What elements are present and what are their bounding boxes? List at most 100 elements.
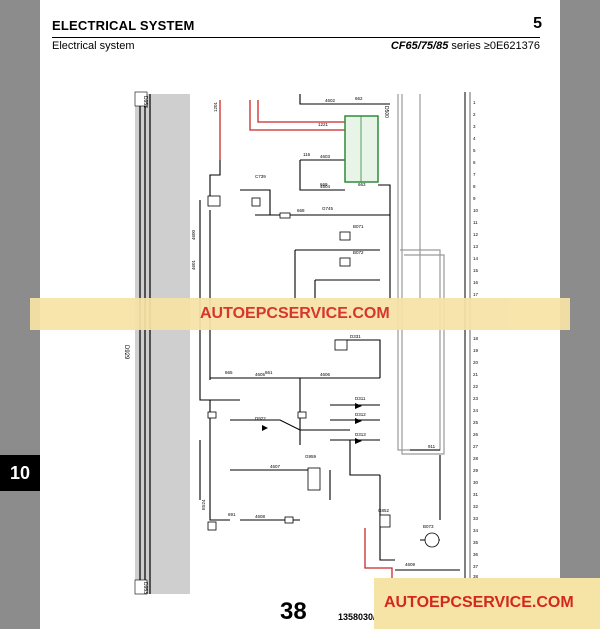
connector-label: D929 bbox=[123, 345, 129, 360]
black-wires bbox=[199, 94, 460, 571]
svg-text:35: 35 bbox=[473, 540, 479, 545]
svg-text:G959: G959 bbox=[305, 454, 317, 459]
svg-text:5: 5 bbox=[473, 148, 476, 153]
svg-text:B071: B071 bbox=[353, 224, 364, 229]
svg-text:4608: 4608 bbox=[255, 514, 266, 519]
svg-text:30: 30 bbox=[473, 480, 479, 485]
svg-text:19: 19 bbox=[473, 348, 479, 353]
svg-text:13: 13 bbox=[473, 244, 479, 249]
chapter-title: ELECTRICAL SYSTEM bbox=[52, 18, 195, 33]
svg-text:4: 4 bbox=[473, 136, 476, 141]
svg-text:16: 16 bbox=[473, 280, 479, 285]
svg-text:G852: G852 bbox=[378, 508, 390, 513]
svg-text:4609: 4609 bbox=[405, 562, 416, 567]
svg-text:669: 669 bbox=[320, 182, 328, 187]
svg-text:E524: E524 bbox=[201, 499, 206, 510]
svg-text:4606: 4606 bbox=[320, 372, 331, 377]
svg-text:3: 3 bbox=[473, 124, 476, 129]
svg-text:4603: 4603 bbox=[320, 154, 331, 159]
svg-text:34: 34 bbox=[473, 528, 479, 533]
watermark-text: AUTOEPCSERVICE.COM bbox=[384, 594, 574, 611]
watermark-text: AUTOEPCSERVICE.COM bbox=[200, 305, 390, 322]
connector-block bbox=[134, 579, 148, 595]
svg-text:31: 31 bbox=[473, 492, 479, 497]
svg-text:10: 10 bbox=[473, 208, 479, 213]
section-tab: 10 bbox=[0, 455, 40, 491]
watermark-banner: AUTOEPCSERVICE.COM bbox=[374, 578, 600, 629]
svg-text:33: 33 bbox=[473, 516, 479, 521]
svg-text:668: 668 bbox=[297, 208, 305, 213]
svg-text:1: 1 bbox=[473, 100, 476, 105]
svg-text:1201: 1201 bbox=[213, 101, 218, 112]
svg-text:4607: 4607 bbox=[270, 464, 281, 469]
svg-text:4600: 4600 bbox=[191, 229, 196, 240]
svg-text:4602: 4602 bbox=[325, 98, 336, 103]
svg-text:G745: G745 bbox=[322, 206, 334, 211]
chapter-subtitle: Electrical system bbox=[52, 40, 135, 52]
svg-text:21: 21 bbox=[473, 372, 479, 377]
series-range: series ≥0E621376 bbox=[448, 40, 540, 52]
connector-block bbox=[134, 91, 148, 107]
svg-text:911: 911 bbox=[428, 444, 436, 449]
diodes bbox=[262, 403, 362, 444]
components bbox=[207, 195, 440, 548]
svg-text:25: 25 bbox=[473, 420, 479, 425]
svg-text:B072: B072 bbox=[353, 250, 364, 255]
page-number: 38 bbox=[280, 598, 307, 625]
svg-text:36: 36 bbox=[473, 552, 479, 557]
svg-text:6: 6 bbox=[473, 160, 476, 165]
svg-text:27: 27 bbox=[473, 444, 479, 449]
svg-text:D311: D311 bbox=[355, 396, 366, 401]
svg-text:4605: 4605 bbox=[255, 372, 266, 377]
svg-text:1221: 1221 bbox=[318, 122, 329, 127]
chapter-number: 5 bbox=[533, 15, 542, 32]
connector-label: D953 bbox=[142, 582, 148, 594]
svg-text:17: 17 bbox=[473, 292, 479, 297]
svg-text:14: 14 bbox=[473, 256, 479, 261]
connector-strip bbox=[135, 94, 190, 594]
svg-text:18: 18 bbox=[473, 336, 479, 341]
svg-text:32: 32 bbox=[473, 504, 479, 509]
svg-text:15: 15 bbox=[473, 268, 479, 273]
svg-text:691: 691 bbox=[228, 512, 236, 517]
svg-text:D922: D922 bbox=[255, 416, 266, 421]
svg-text:9: 9 bbox=[473, 196, 476, 201]
svg-text:C739: C739 bbox=[255, 174, 266, 179]
svg-text:20: 20 bbox=[473, 360, 479, 365]
svg-text:28: 28 bbox=[473, 456, 479, 461]
svg-text:663: 663 bbox=[358, 182, 366, 187]
svg-text:22: 22 bbox=[473, 384, 479, 389]
svg-text:7: 7 bbox=[473, 172, 476, 177]
svg-text:D313: D313 bbox=[355, 432, 366, 437]
svg-text:8: 8 bbox=[473, 184, 476, 189]
document-code: 1358030/ bbox=[338, 612, 376, 622]
wire-labels: 1201 1221 C739 G745 B071 B072 D331 D311 … bbox=[191, 96, 436, 567]
svg-text:661: 661 bbox=[265, 370, 273, 375]
svg-text:37: 37 bbox=[473, 564, 479, 569]
svg-text:4601: 4601 bbox=[191, 259, 196, 270]
svg-text:12: 12 bbox=[473, 232, 479, 237]
relay-block bbox=[344, 115, 379, 183]
svg-text:665: 665 bbox=[225, 370, 233, 375]
svg-text:B073: B073 bbox=[423, 524, 434, 529]
grey-harness bbox=[397, 94, 445, 455]
svg-text:2: 2 bbox=[473, 112, 476, 117]
svg-text:4604: 4604 bbox=[320, 184, 331, 189]
svg-text:D331: D331 bbox=[350, 334, 361, 339]
red-wires bbox=[219, 100, 393, 580]
relay-label: D500 bbox=[383, 106, 389, 118]
series-model: CF65/75/85 bbox=[390, 40, 449, 52]
svg-text:116: 116 bbox=[303, 152, 311, 157]
svg-text:D312: D312 bbox=[355, 412, 366, 417]
connector-label: D953 bbox=[142, 96, 148, 108]
watermark-banner: AUTOEPCSERVICE.COM bbox=[30, 298, 570, 330]
svg-text:662: 662 bbox=[355, 96, 363, 101]
svg-text:29: 29 bbox=[473, 468, 479, 473]
svg-text:38: 38 bbox=[473, 574, 479, 579]
svg-text:11: 11 bbox=[473, 220, 478, 225]
series-info: CF65/75/85 series ≥0E621376 bbox=[391, 40, 540, 52]
svg-text:23: 23 bbox=[473, 396, 479, 401]
svg-text:26: 26 bbox=[473, 432, 479, 437]
